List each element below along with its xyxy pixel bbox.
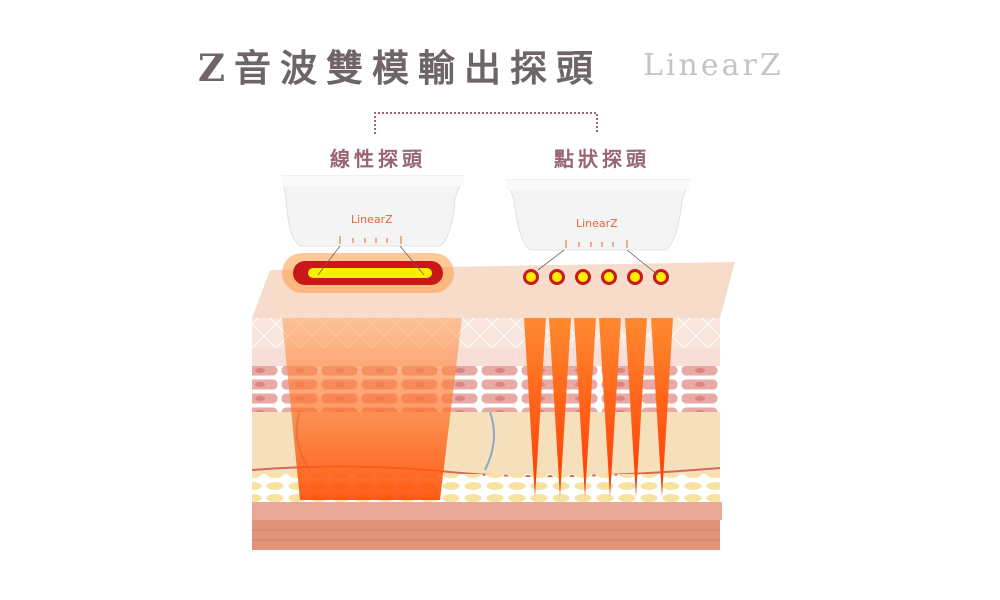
page-title: Z音波雙模輸出探頭 (198, 46, 603, 90)
point-hotspot (601, 269, 617, 285)
point-probe-rim (507, 180, 690, 190)
point-beam (549, 318, 571, 497)
point-hotspot (627, 269, 643, 285)
point-beams (524, 318, 673, 497)
muscle-fibers (252, 529, 720, 541)
brand-name: LinearZ (643, 48, 784, 83)
point-beam (524, 318, 546, 497)
linear-beam (282, 318, 462, 500)
linear-probe-logo: LinearZ (351, 213, 393, 226)
point-probe: LinearZ (506, 179, 691, 276)
depth-scale-icon (565, 240, 628, 248)
point-hotspot (575, 269, 591, 285)
point-hotspot (549, 269, 565, 285)
probe-bracket (374, 112, 598, 134)
projection-lines (537, 249, 659, 276)
point-beam (599, 318, 621, 497)
linear-probe: LinearZ (281, 175, 465, 276)
point-probe-body (506, 179, 691, 251)
point-probe-logo: LinearZ (576, 217, 618, 230)
linear-probe-rim (282, 176, 464, 186)
projection-lines (317, 245, 425, 276)
point-beam (574, 318, 596, 497)
muscle-layer (252, 520, 720, 550)
point-hotspot (523, 269, 539, 285)
point-hotspots (523, 269, 669, 285)
fascia-layer (252, 502, 722, 520)
linear-probe-label: 線性探頭 (330, 147, 426, 171)
point-hotspot (653, 269, 669, 285)
point-beam (651, 318, 673, 497)
linear-probe-body (281, 175, 465, 247)
point-probe-label: 點狀探頭 (554, 147, 650, 171)
point-beam (625, 318, 647, 497)
linear-hot-line (308, 268, 432, 278)
depth-scale-icon (339, 236, 402, 244)
